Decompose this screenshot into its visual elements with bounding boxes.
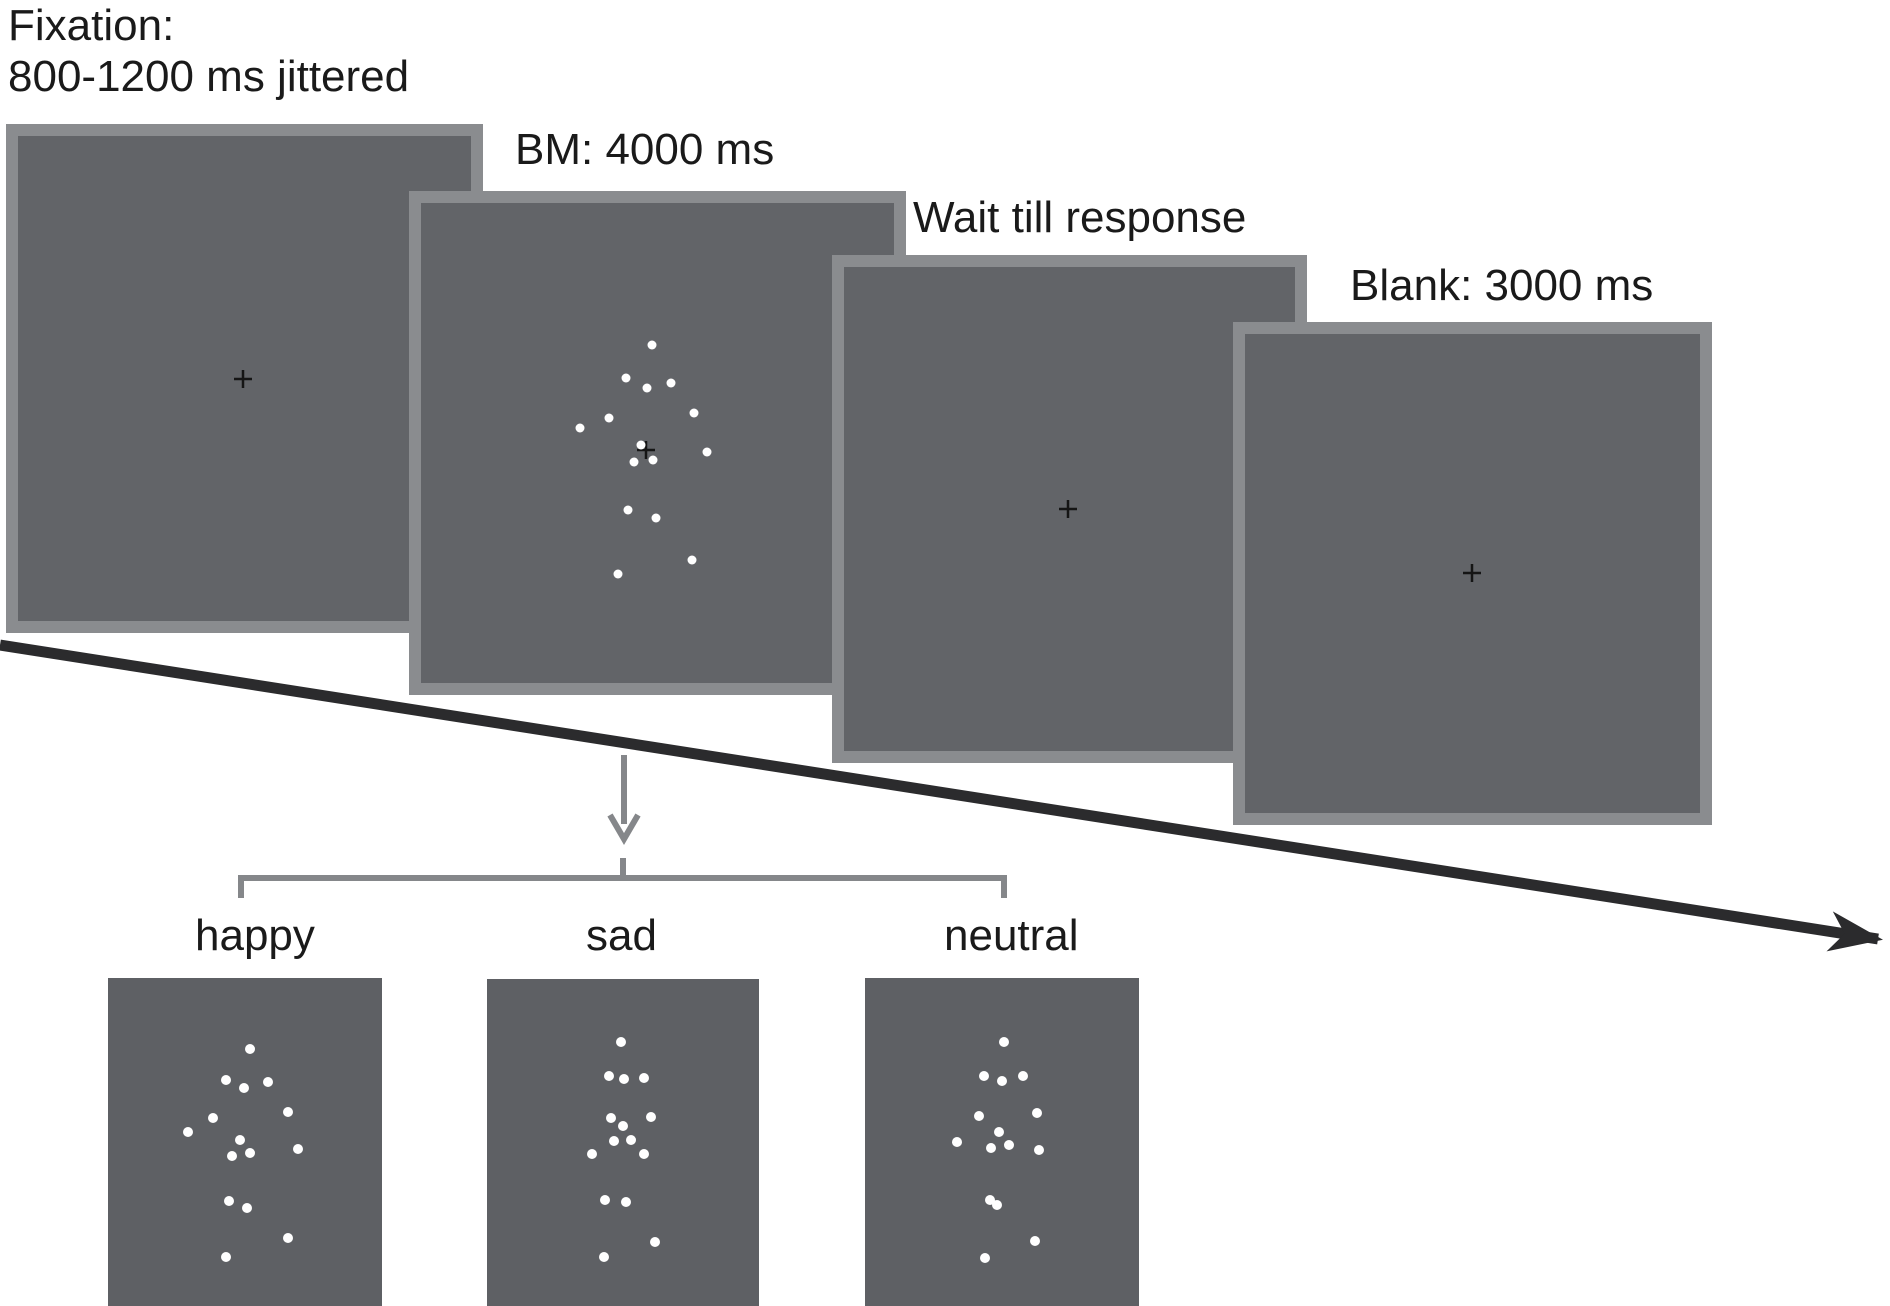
option-dot-happy <box>245 1044 255 1054</box>
option-dot-sad <box>600 1195 610 1205</box>
option-dot-neutral <box>974 1111 984 1121</box>
timeline-arrow <box>0 639 1884 952</box>
bm-dot <box>575 423 585 433</box>
bm-dot <box>651 513 661 523</box>
option-dot-neutral <box>952 1137 962 1147</box>
option-dot-sad <box>616 1037 626 1047</box>
option-dot-neutral <box>1004 1140 1014 1150</box>
bm-dot <box>666 378 676 388</box>
option-label-happy: happy <box>195 911 315 960</box>
bm-dot <box>647 340 657 350</box>
option-dot-happy <box>235 1135 245 1145</box>
bm-dot <box>636 440 646 450</box>
bm-dot <box>621 373 631 383</box>
option-dot-neutral <box>985 1195 995 1205</box>
bm-dot <box>642 383 652 393</box>
option-dot-sad <box>639 1149 649 1159</box>
option-dot-happy <box>283 1233 293 1243</box>
option-dot-happy <box>227 1151 237 1161</box>
fixation-label-line2: 800-1200 ms jittered <box>8 52 410 101</box>
screen-panel-bm <box>409 191 906 695</box>
option-dot-sad <box>618 1121 628 1131</box>
option-dot-sad <box>609 1136 619 1146</box>
option-dot-happy <box>208 1113 218 1123</box>
options-bracket <box>238 858 1007 898</box>
bm-dot <box>623 505 633 515</box>
option-panel-neutral <box>865 978 1139 1306</box>
fixation-label-line1: Fixation: <box>8 1 175 50</box>
option-dot-neutral <box>980 1253 990 1263</box>
option-dot-happy <box>221 1075 231 1085</box>
option-dot-neutral <box>986 1143 996 1153</box>
bm-dot <box>687 555 697 565</box>
blank-duration-label: Blank: 3000 ms <box>1350 261 1654 310</box>
option-dot-neutral <box>979 1071 989 1081</box>
option-dot-happy <box>224 1196 234 1206</box>
option-dot-happy <box>263 1077 273 1087</box>
option-dot-neutral <box>999 1037 1009 1047</box>
option-dot-sad <box>621 1197 631 1207</box>
option-label-neutral: neutral <box>944 911 1079 960</box>
bm-dot <box>613 569 623 579</box>
bm-dot <box>702 447 712 457</box>
fixation-cross-bm <box>637 441 655 459</box>
option-dot-happy <box>245 1148 255 1158</box>
option-dot-happy <box>183 1127 193 1137</box>
fixation-cross-fixation <box>234 370 252 388</box>
option-dot-happy <box>283 1107 293 1117</box>
option-label-sad: sad <box>586 911 657 960</box>
option-dot-sad <box>587 1149 597 1159</box>
bm-dot <box>604 413 614 423</box>
option-dot-happy <box>242 1203 252 1213</box>
option-dot-neutral <box>1018 1071 1028 1081</box>
bm-dot <box>648 455 658 465</box>
option-dot-sad <box>606 1113 616 1123</box>
option-dot-neutral <box>1034 1145 1044 1155</box>
option-dot-neutral <box>997 1076 1007 1086</box>
wait-response-label: Wait till response <box>913 193 1247 242</box>
option-dot-sad <box>604 1071 614 1081</box>
option-dot-sad <box>639 1073 649 1083</box>
down-arrow-head <box>607 813 641 845</box>
option-dot-sad <box>646 1112 656 1122</box>
option-panel-happy <box>108 978 382 1306</box>
bm-duration-label: BM: 4000 ms <box>515 125 775 174</box>
option-dot-happy <box>221 1252 231 1262</box>
option-dot-happy <box>239 1083 249 1093</box>
bm-dot <box>629 457 639 467</box>
fixation-cross-blank <box>1463 564 1481 582</box>
option-dot-sad <box>619 1074 629 1084</box>
bm-dot <box>689 408 699 418</box>
option-panel-sad <box>487 979 759 1306</box>
fixation-duration-label: Fixation: 800-1200 ms jittered <box>8 0 409 102</box>
option-dot-neutral <box>992 1200 1002 1210</box>
option-dot-neutral <box>1032 1108 1042 1118</box>
option-dot-neutral <box>994 1127 1004 1137</box>
fixation-cross-wait <box>1059 500 1077 518</box>
option-dot-sad <box>599 1252 609 1262</box>
option-dot-sad <box>626 1135 636 1145</box>
option-dot-happy <box>293 1144 303 1154</box>
option-dot-neutral <box>1030 1236 1040 1246</box>
option-dot-sad <box>650 1237 660 1247</box>
